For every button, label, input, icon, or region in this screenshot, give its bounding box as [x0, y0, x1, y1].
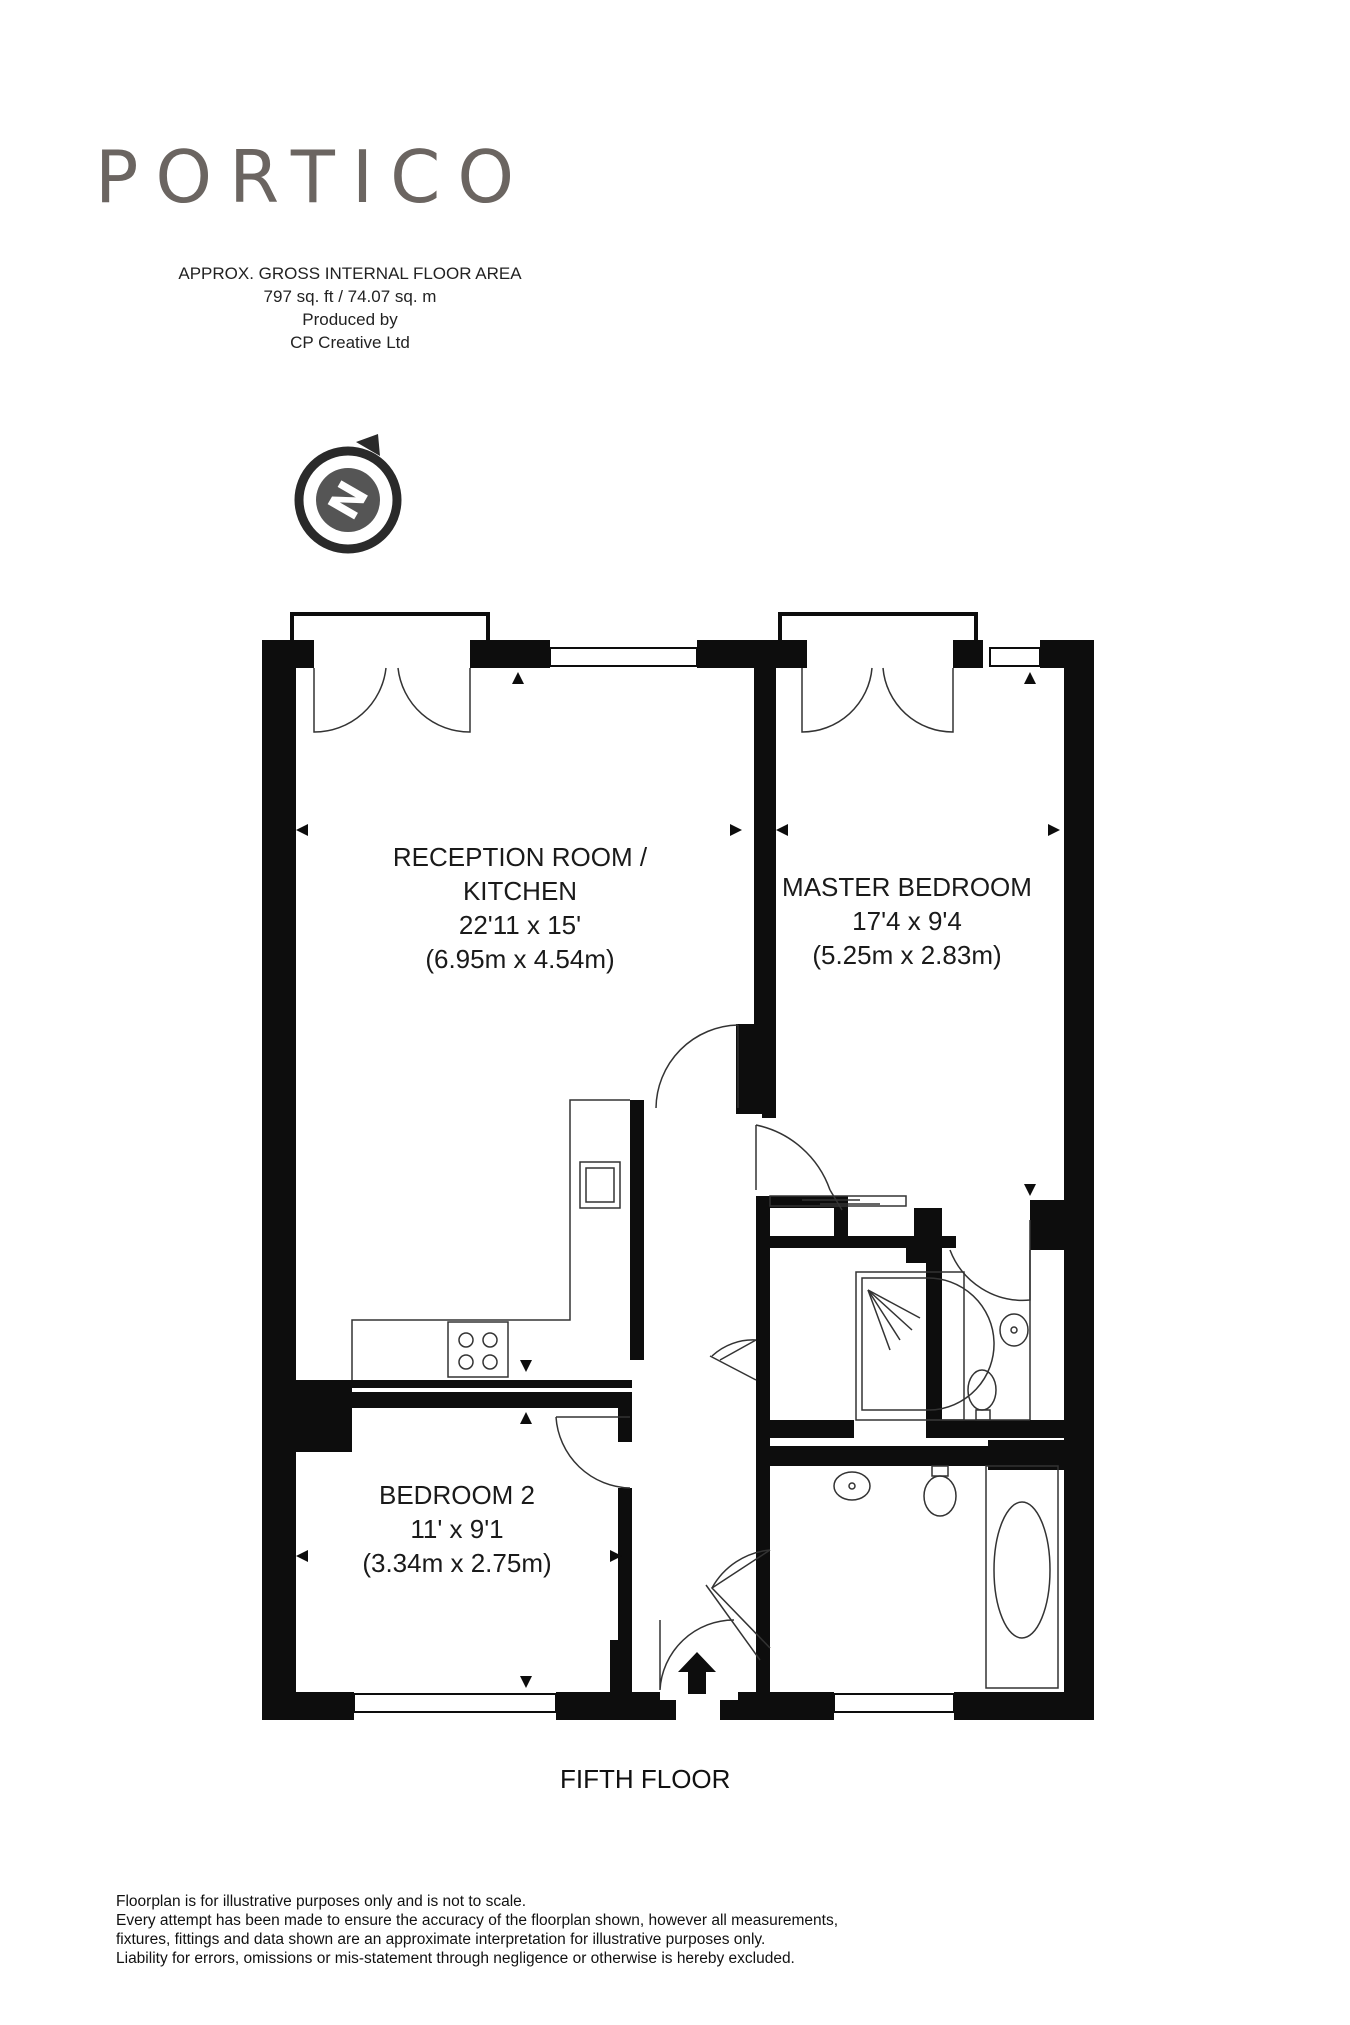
- disclaimer-line-3: fixtures, fittings and data shown are an…: [116, 1931, 766, 1948]
- disclaimer: Floorplan is for illustrative purposes o…: [116, 1892, 916, 1968]
- reception-imperial: 22'11 x 15': [459, 910, 581, 940]
- floor-area-value: 797 sq. ft / 74.07 sq. m: [263, 287, 437, 306]
- disclaimer-line-2: Every attempt has been made to ensure th…: [116, 1912, 838, 1929]
- kitchen-sink-icon: [579, 1161, 621, 1209]
- reception-metric: (6.95m x 4.54m): [425, 944, 614, 974]
- master-imperial: 17'4 x 9'4: [852, 906, 962, 936]
- ensuite-fixtures: [855, 1250, 1031, 1421]
- windows: [353, 647, 1041, 1713]
- bathroom-basin-icon: [833, 1471, 871, 1501]
- room-label-bedroom-2: BEDROOM 2 11' x 9'1 (3.34m x 2.75m): [362, 1480, 551, 1578]
- bathroom-toilet-icon: [923, 1475, 957, 1517]
- floor-area-title: APPROX. GROSS INTERNAL FLOOR AREA: [178, 264, 522, 283]
- balcony-outlines: [290, 612, 978, 640]
- producer-name: CP Creative Ltd: [290, 333, 410, 352]
- interior-walls: [286, 640, 1094, 1700]
- bedroom2-name: BEDROOM 2: [379, 1480, 535, 1510]
- disclaimer-line-1: Floorplan is for illustrative purposes o…: [116, 1893, 527, 1910]
- exterior-walls: [262, 640, 1094, 1720]
- bedroom2-metric: (3.34m x 2.75m): [362, 1548, 551, 1578]
- wardrobe: [769, 1195, 907, 1207]
- kitchen-units: [351, 1099, 630, 1380]
- master-name: MASTER BEDROOM: [782, 872, 1032, 902]
- bathtub-icon: [985, 1465, 1059, 1689]
- portico-logo: PORTICO: [95, 135, 532, 219]
- ensuite-toilet-icon: [967, 1369, 997, 1411]
- master-metric: (5.25m x 2.83m): [812, 940, 1001, 970]
- floor-area-info: APPROX. GROSS INTERNAL FLOOR AREA 797 sq…: [140, 262, 560, 354]
- door-swings: [313, 667, 1031, 1691]
- north-compass-icon: N: [294, 434, 402, 554]
- hob-icon: [447, 1321, 509, 1378]
- bathroom-fixtures: [833, 1465, 1059, 1689]
- reception-name-line2: KITCHEN: [463, 876, 577, 906]
- shower-tray-icon: [855, 1271, 965, 1421]
- producer-label: Produced by: [302, 310, 398, 329]
- room-label-reception: RECEPTION ROOM / KITCHEN 22'11 x 15' (6.…: [393, 842, 648, 974]
- room-label-master-bedroom: MASTER BEDROOM 17'4 x 9'4 (5.25m x 2.83m…: [782, 872, 1032, 970]
- bedroom2-imperial: 11' x 9'1: [410, 1514, 503, 1544]
- ensuite-basin-icon: [999, 1313, 1029, 1347]
- reception-name-line1: RECEPTION ROOM /: [393, 842, 648, 872]
- floor-label: FIFTH FLOOR: [560, 1764, 731, 1794]
- entrance-arrow-icon: [678, 1652, 716, 1694]
- disclaimer-line-4: Liability for errors, omissions or mis-s…: [116, 1950, 795, 1967]
- dimension-arrows: [296, 672, 1060, 1688]
